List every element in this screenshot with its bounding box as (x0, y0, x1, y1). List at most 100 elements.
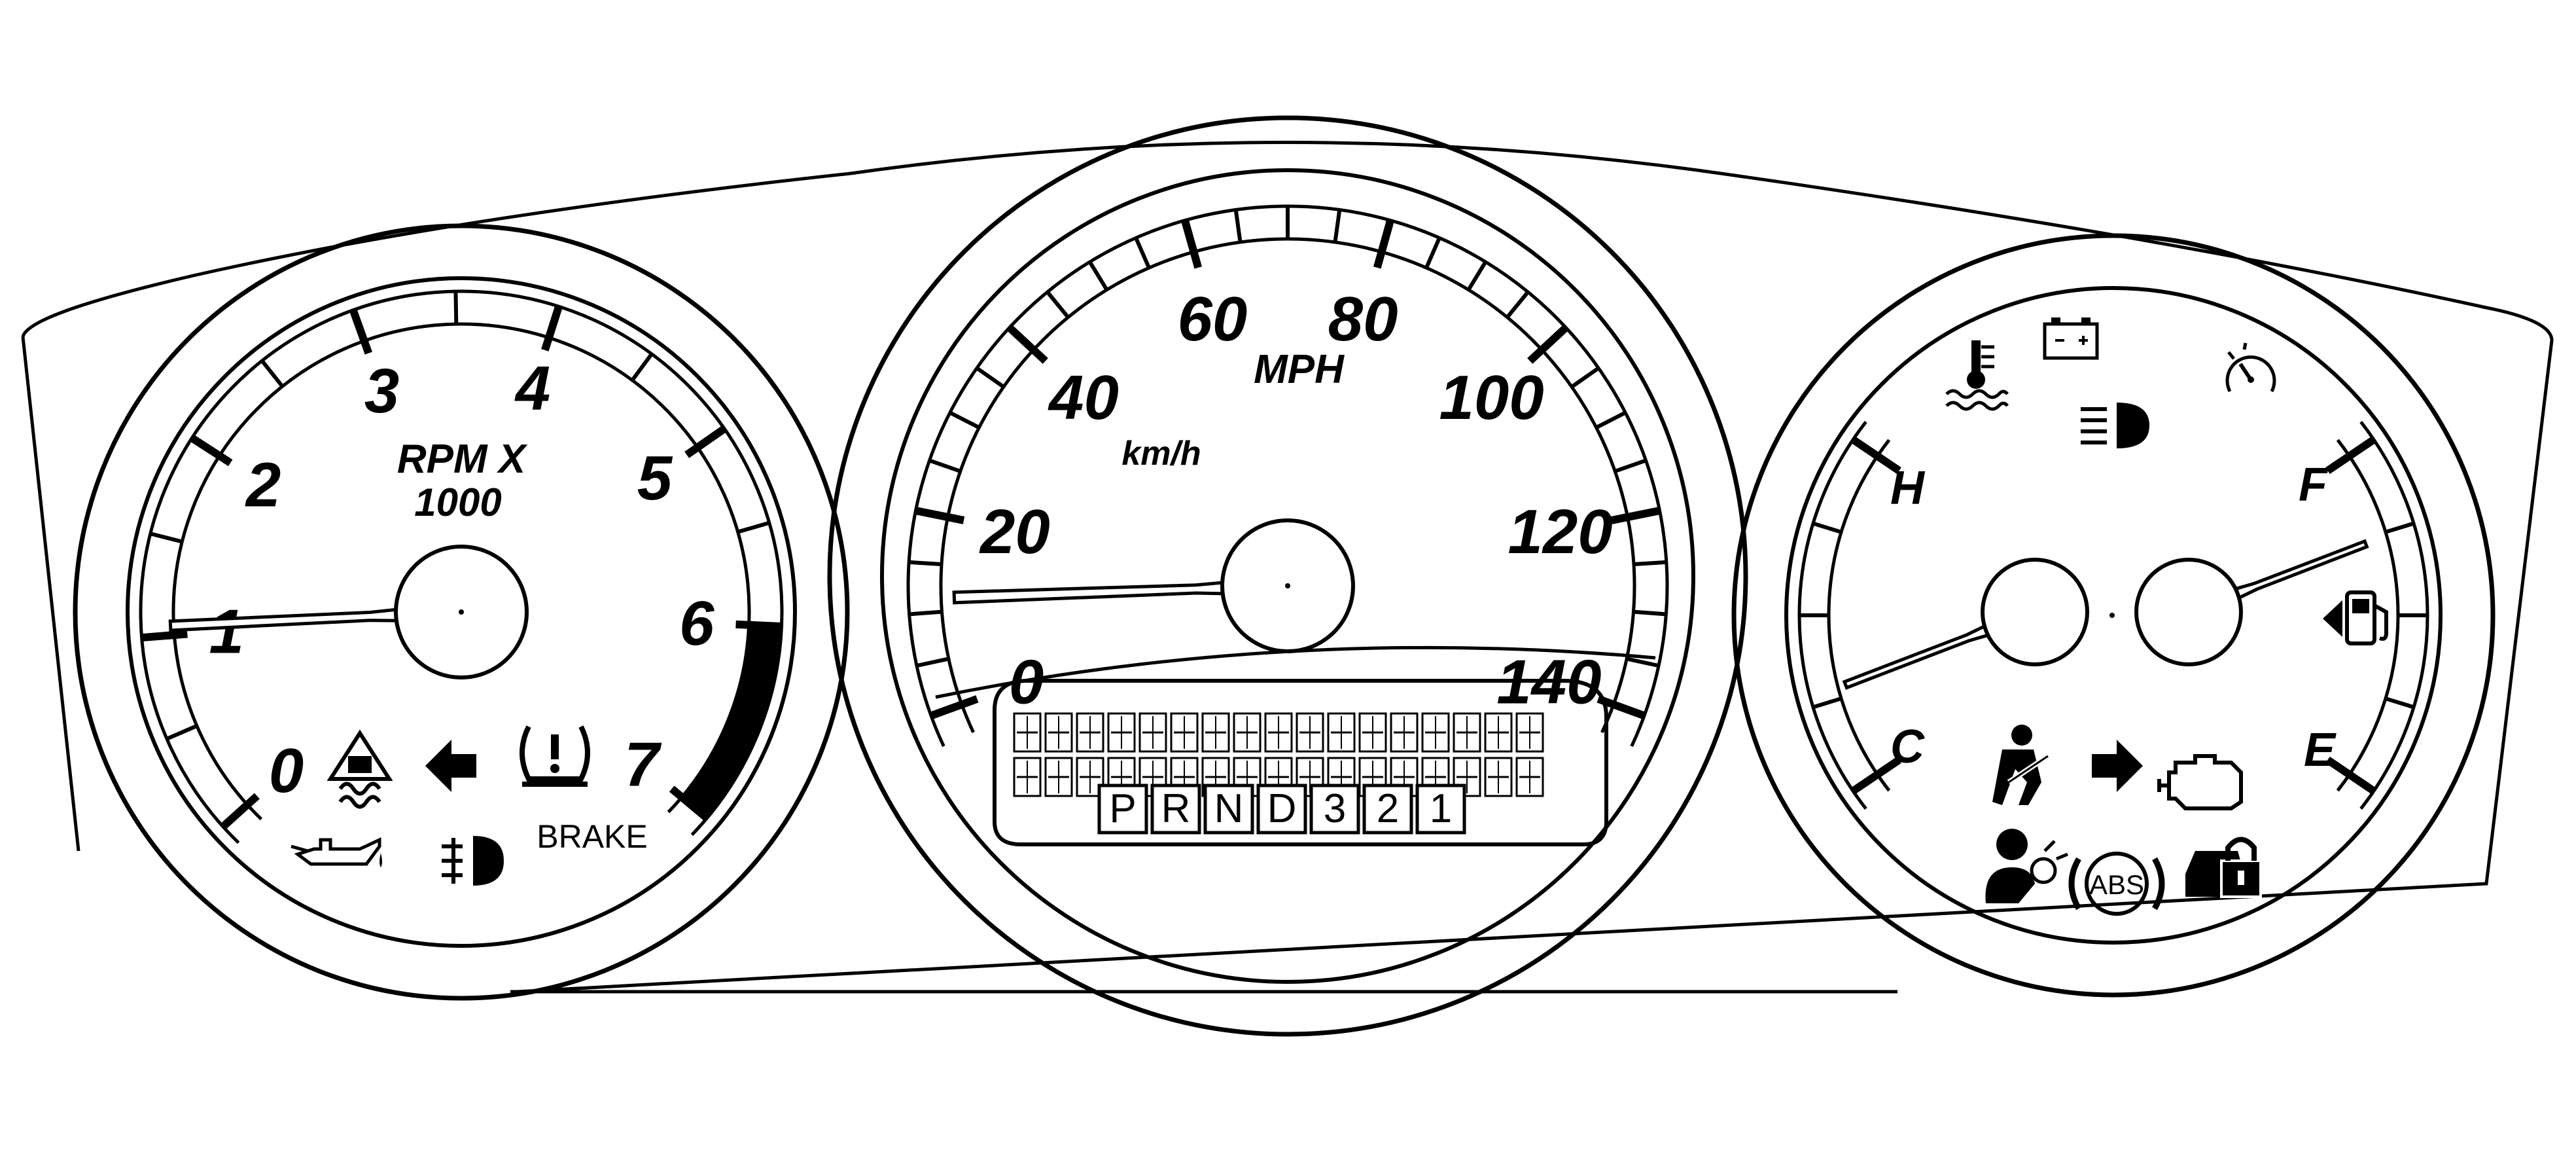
tachometer-tick (220, 793, 260, 830)
fuel-temp-gauge: H C F E (1731, 233, 2496, 998)
speedometer-label: 100 (1439, 363, 1544, 433)
right-turn-signal-icon (2092, 740, 2143, 792)
tachometer-tick (349, 308, 372, 355)
tachometer-tick (453, 291, 459, 325)
brake-warning-text: BRAKE (537, 818, 648, 855)
lcd-cell (1233, 712, 1262, 753)
speedometer-tick (1373, 219, 1394, 269)
gear-box (1256, 784, 1307, 835)
odometer-segment-cells (1013, 712, 1544, 797)
tachometer-label: 1 (209, 597, 243, 667)
abs-warning-text: ABS (2089, 869, 2144, 900)
speedometer-lower-line (935, 645, 1656, 699)
gear-label: R (1161, 786, 1191, 831)
lcd-cell (1296, 712, 1324, 753)
coolant-temperature-icon (1945, 340, 2009, 411)
lcd-cell (1264, 712, 1293, 753)
tachometer-tick (150, 532, 183, 544)
speedometer-tick (949, 410, 980, 429)
speedometer-tick (1046, 291, 1070, 319)
lcd-cell (1044, 712, 1073, 753)
left-turn-signal-icon (425, 740, 476, 792)
tachometer-redline-band (682, 624, 782, 818)
fuel-empty-label: E (2304, 724, 2337, 776)
tachometer-tick (735, 620, 782, 630)
gear-label: 1 (1430, 786, 1452, 831)
airbag-icon (1985, 829, 2068, 903)
speedometer-tick (929, 695, 979, 720)
temp-tick (1850, 436, 1901, 475)
tachometer-label: 2 (245, 450, 281, 520)
lcd-cell (1453, 757, 1481, 797)
temp-ticks (1799, 436, 1901, 795)
speedometer-label: 120 (1508, 497, 1612, 567)
speedometer-label: 20 (979, 497, 1050, 567)
gear-box (1097, 784, 1148, 835)
rear-fog-lamp-icon (442, 836, 504, 886)
speedometer-tick (1633, 609, 1667, 617)
tachometer-tick (737, 520, 770, 534)
lcd-cell (1515, 757, 1544, 797)
cruise-control-icon (2225, 342, 2276, 393)
speedometer-tick (1595, 410, 1627, 429)
lcd-cell (1170, 712, 1199, 753)
tachometer-hub-dot (459, 609, 464, 615)
lcd-cell (1044, 757, 1073, 797)
temp-tick (1850, 756, 1901, 795)
tachometer-tick (669, 785, 710, 821)
fuel-inner-arc (2336, 439, 2400, 792)
speedometer-tick (976, 366, 1005, 389)
speedometer-tick (916, 657, 949, 668)
lcd-cell (1201, 712, 1230, 753)
gear-box (1362, 784, 1413, 835)
traction-control-icon (326, 729, 393, 809)
tachometer-tick (166, 724, 198, 741)
fuel-tick (2385, 696, 2414, 710)
temp-inner-arc (1827, 439, 1891, 792)
gauge-center-dot (2109, 613, 2115, 618)
odometer-display (993, 679, 1608, 846)
temp-tick (1812, 696, 1842, 710)
speedometer-tick (1633, 560, 1667, 566)
gear-label: N (1214, 786, 1244, 831)
speedometer-tick (1614, 458, 1647, 473)
speedometer-tick (1610, 507, 1661, 524)
check-engine-icon (2157, 754, 2243, 810)
seatbelt-icon (1992, 725, 2050, 805)
speedometer-hub-dot (1285, 583, 1290, 588)
speedometer-ticks (908, 206, 1667, 720)
speedometer-tick (915, 507, 965, 524)
lcd-cell (1076, 757, 1104, 797)
speedometer-tick (928, 458, 961, 473)
lcd-cell (1107, 712, 1136, 753)
fuel-hub (2134, 558, 2243, 666)
gear-label: D (1267, 786, 1297, 831)
fuel-ticks (2325, 436, 2427, 795)
speedometer-tick (1088, 261, 1109, 291)
speedometer-face (880, 168, 1695, 984)
lcd-cell (1358, 712, 1387, 753)
tire-pressure-icon (520, 725, 590, 787)
temp-cold-label: C (1890, 721, 1925, 773)
lcd-cell (1327, 712, 1356, 753)
tachometer-label: 5 (637, 443, 673, 513)
gear-box (1150, 784, 1201, 835)
tachometer-tick (141, 630, 188, 642)
speedometer-label: 40 (1048, 363, 1119, 433)
speedometer-tick (908, 560, 942, 566)
speedometer-bezel (827, 115, 1748, 1037)
speedometer-tick (1506, 291, 1530, 319)
speedometer-tick (1233, 209, 1243, 243)
lcd-cell (1484, 712, 1513, 753)
speedometer-unit-mph: MPH (1254, 347, 1345, 392)
fuel-tick (2325, 436, 2376, 475)
tachometer-tick (630, 352, 654, 382)
lcd-cell (1390, 712, 1419, 753)
abs-warning-icon: ABS (2068, 852, 2165, 916)
speedometer-unit-kmh: km/h (1121, 435, 1201, 473)
fuel-tick (2325, 756, 2376, 795)
